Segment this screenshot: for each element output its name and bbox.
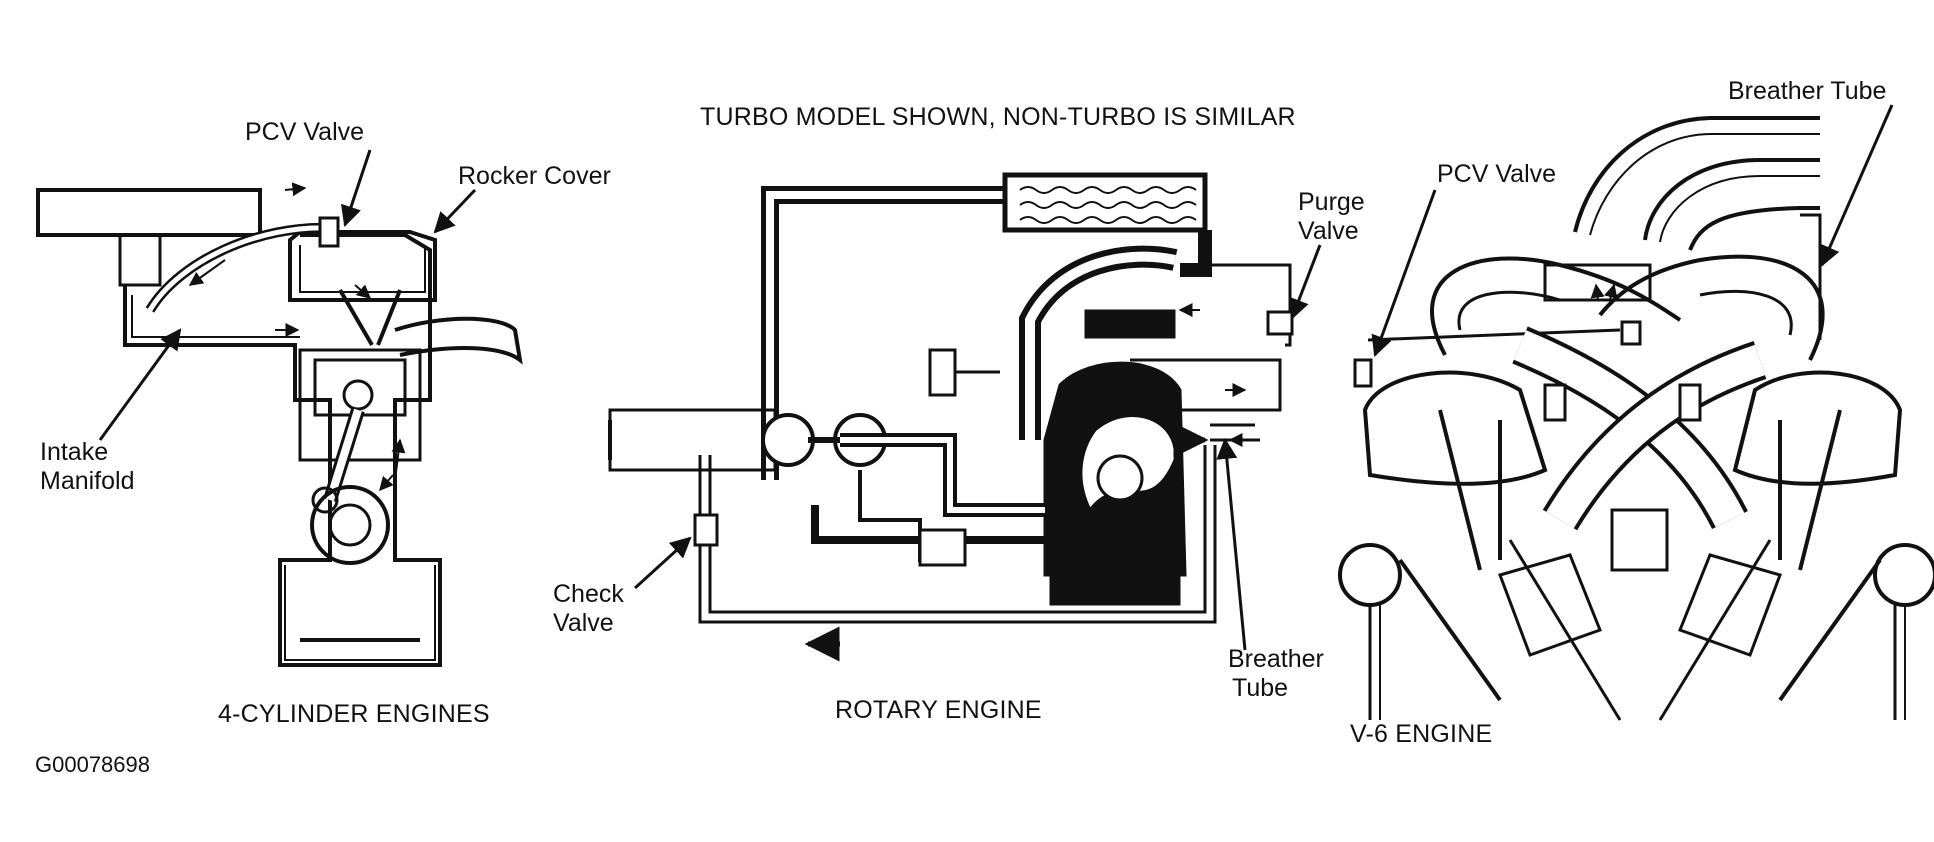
v6-pcv-valve-label: PCV Valve	[1437, 160, 1557, 188]
four-cylinder-caption: 4-CYLINDER ENGINES	[218, 700, 490, 728]
rotary-breather-tube-label-line1: Breather	[1228, 645, 1324, 673]
turbo-model-note: TURBO MODEL SHOWN, NON-TURBO IS SIMILAR	[700, 103, 1296, 131]
v6-breather-tube-label: Breather Tube	[1728, 77, 1887, 105]
rotary-caption: ROTARY ENGINE	[835, 696, 1042, 724]
four-cylinder-pcv-valve-label: PCV Valve	[245, 118, 365, 146]
check-valve-label-line2: Valve	[553, 609, 614, 637]
rotary-leader-lines	[633, 244, 1322, 651]
rocker-cover-label: Rocker Cover	[458, 162, 611, 190]
intake-manifold-label-line2: Manifold	[40, 467, 135, 495]
check-valve-label-line1: Check	[553, 580, 624, 608]
v6-engine-illustration	[1338, 116, 1934, 721]
v6-leader-lines	[1371, 104, 1894, 357]
figure-id: G00078698	[35, 752, 150, 777]
purge-valve-label-line2: Valve	[1298, 217, 1359, 245]
intake-manifold-label-line1: Intake	[40, 438, 109, 466]
v6-caption: V-6 ENGINE	[1350, 720, 1493, 748]
rotary-breather-tube-label-line2: Tube	[1232, 674, 1289, 702]
four-cylinder-leader-lines	[98, 149, 477, 441]
rotary-engine-illustration	[608, 172, 1294, 662]
purge-valve-label-line1: Purge	[1298, 188, 1365, 216]
four-cylinder-engine-illustration	[36, 182, 523, 667]
